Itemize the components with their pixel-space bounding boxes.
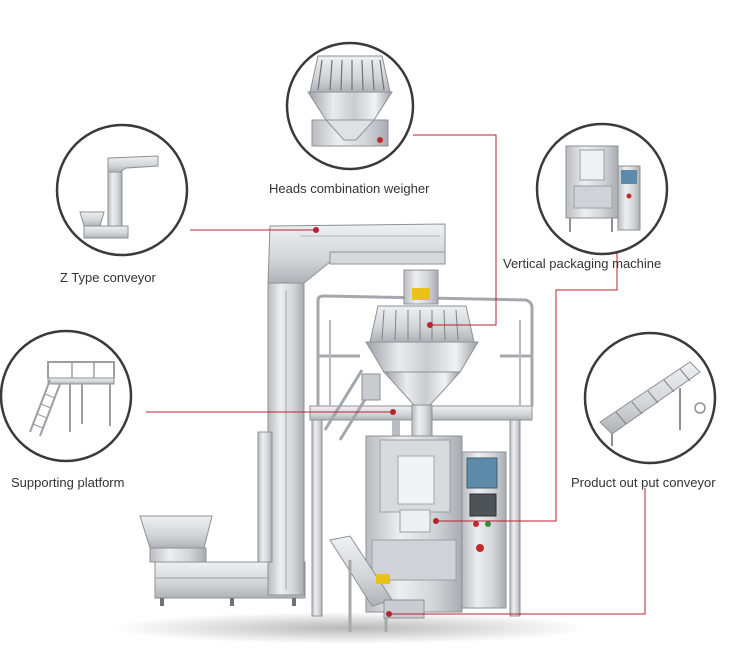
leader-dots xyxy=(313,227,439,617)
label-supporting-platform: Supporting platform xyxy=(11,475,125,490)
supporting-platform-thumbnail xyxy=(0,329,133,463)
packaging-line-illustration xyxy=(110,223,590,644)
leader-dot-product-output xyxy=(386,611,392,617)
product-output-conveyor-thumbnail xyxy=(583,331,717,465)
z-conveyor-column xyxy=(257,223,446,596)
leader-dot-platform xyxy=(390,409,396,415)
heads-combination-weigher-thumbnail xyxy=(285,41,415,171)
vertical-packaging-machine-thumbnail xyxy=(535,122,669,256)
leader-dot-vertical-packaging xyxy=(433,518,439,524)
leader-dot-z-type xyxy=(313,227,319,233)
product-feed xyxy=(412,288,430,300)
leader-line-vertical-packaging xyxy=(436,233,618,522)
leader-line-product-output xyxy=(389,488,646,615)
label-vertical-packaging-machine: Vertical packaging machine xyxy=(503,256,662,271)
label-z-type-conveyor: Z Type conveyor xyxy=(60,270,156,285)
z-type-conveyor-thumbnail xyxy=(55,123,189,257)
leader-lines xyxy=(146,134,646,615)
label-product-output-conveyor: Product out put conveyor xyxy=(571,475,716,490)
label-heads-combination-weigher: Heads combination weigher xyxy=(269,181,430,196)
leader-line-weigher xyxy=(413,134,497,326)
product-pack xyxy=(376,574,390,584)
hmi-screen xyxy=(466,457,498,489)
leader-dot-weigher xyxy=(427,322,433,328)
multihead-weigher xyxy=(361,269,479,438)
